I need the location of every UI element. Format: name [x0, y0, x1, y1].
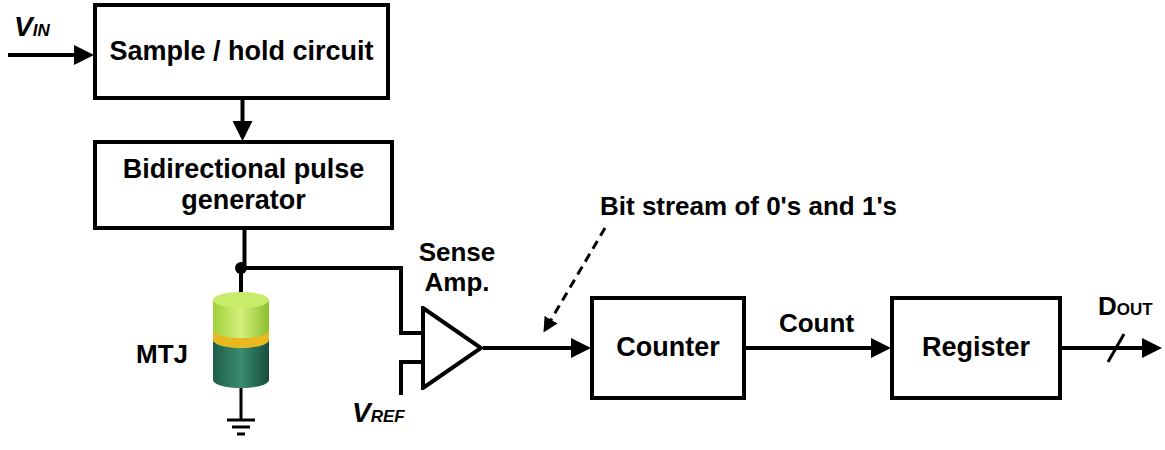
amplifier-outline: [421, 306, 483, 390]
amplifier-triangle: Sense Amp.: [421, 306, 483, 390]
connector: [746, 346, 887, 350]
vref-wire: [401, 362, 421, 395]
box-text: Sample / hold circuit: [101, 32, 381, 71]
signal-name: DOUT: [1098, 292, 1153, 321]
input-arrow: [8, 53, 90, 57]
callout-text: Bit stream of 0's and 1's: [600, 192, 897, 221]
output-arrow: [1062, 346, 1158, 350]
ground-symbol: [227, 388, 255, 434]
part-name: MTJ: [136, 340, 188, 369]
edge-label: Count: [779, 309, 854, 338]
process-box: Bidirectional pulse generator: [93, 140, 394, 230]
box-text: Bidirectional pulse generator: [97, 150, 390, 220]
process-box: Counter: [590, 296, 746, 400]
connector: [245, 230, 422, 333]
box-text: Register: [914, 328, 1038, 367]
signal-name: VREF: [352, 398, 405, 429]
process-box: Sample / hold circuit: [93, 3, 390, 100]
mtj-symbol: [213, 292, 269, 388]
connector: [483, 346, 587, 350]
bus-slash: [1108, 334, 1124, 362]
process-box: Register: [890, 296, 1062, 400]
signal-name: VIN: [14, 12, 50, 43]
box-text: Counter: [608, 328, 728, 367]
node-label: Sense Amp.: [402, 238, 512, 298]
connector: [241, 100, 245, 137]
